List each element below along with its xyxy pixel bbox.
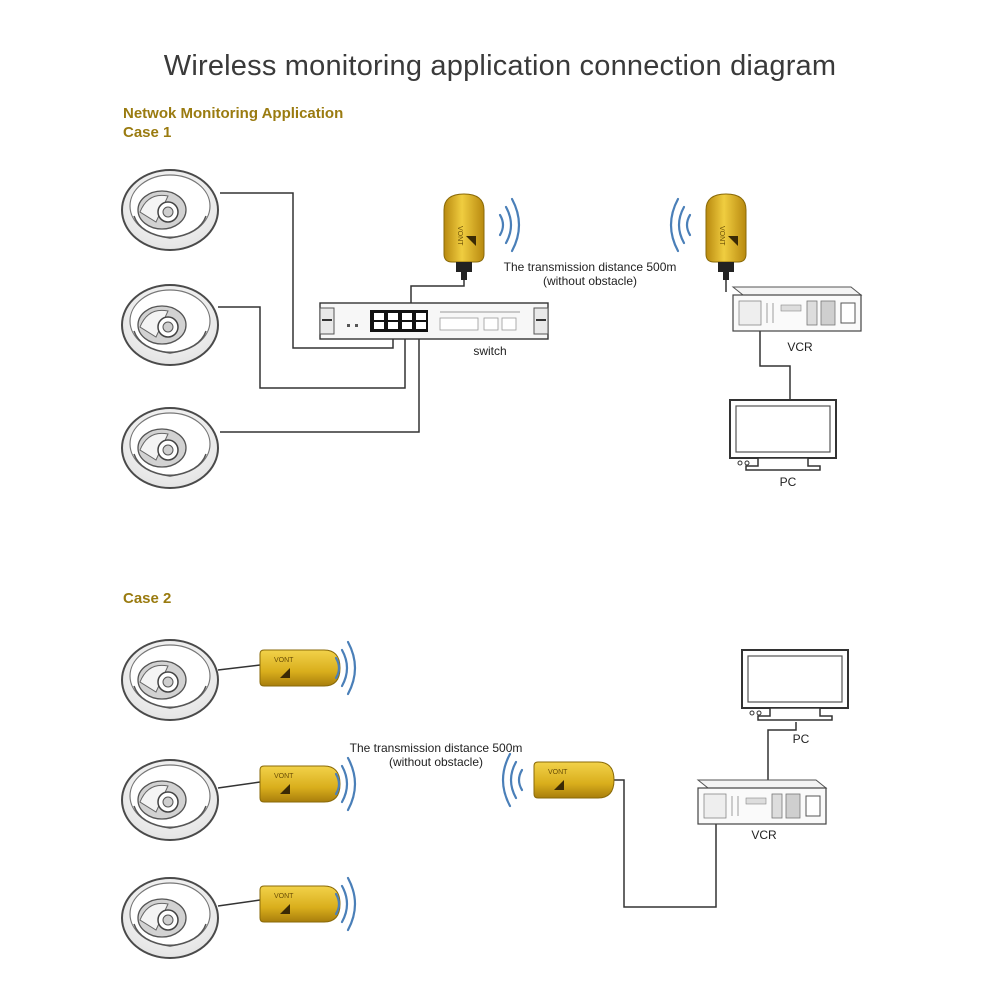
monitor-icon <box>729 399 837 471</box>
vcr-icon <box>697 779 827 825</box>
wireless-receiver-icon <box>533 761 615 799</box>
case2-transmission-label: The transmission distance 500m (without … <box>336 741 536 769</box>
case2-transmission-distance: The transmission distance 500m <box>349 741 523 755</box>
dome-camera-icon <box>121 169 219 251</box>
case1-vcr-label: VCR <box>787 340 813 354</box>
wireless-transmitter-icon <box>259 649 341 687</box>
wireless-transmitter-icon <box>443 193 485 281</box>
case1-heading-line2: Case 1 <box>123 124 172 141</box>
signal-waves-icon <box>498 197 521 253</box>
dome-camera-icon <box>121 877 219 959</box>
case1-pc-label: PC <box>779 475 797 489</box>
dome-camera-icon <box>121 407 219 489</box>
network-switch-icon <box>319 302 549 340</box>
case1-cable-vcr-pc <box>759 330 791 400</box>
dome-camera-icon <box>121 759 219 841</box>
case1-transmission-obstacle: (without obstacle) <box>542 274 638 288</box>
signal-waves-icon <box>669 197 692 253</box>
case1-heading-line1: Netwok Monitoring Application <box>123 105 344 122</box>
case2-vcr-label: VCR <box>751 828 777 842</box>
case1-transmission-label: The transmission distance 500m (without … <box>490 260 690 288</box>
case2-cable-camera1 <box>217 664 261 671</box>
wireless-transmitter-icon <box>259 765 341 803</box>
case2-cable-vcr-pc <box>767 722 797 780</box>
case1-transmission-distance: The transmission distance 500m <box>503 260 677 274</box>
case1-heading: Netwok Monitoring Application Case 1 <box>123 104 343 142</box>
wireless-transmitter-icon <box>259 885 341 923</box>
signal-waves-icon <box>334 640 357 696</box>
case2-heading: Case 2 <box>123 590 172 607</box>
case1-cable-camera1 <box>220 192 394 349</box>
case1-cable-camera3 <box>220 330 420 433</box>
case2-cable-rx-vcr <box>612 779 717 908</box>
dome-camera-icon <box>121 639 219 721</box>
case2-pc-label: PC <box>792 732 810 746</box>
case2-transmission-obstacle: (without obstacle) <box>388 755 484 769</box>
dome-camera-icon <box>121 284 219 366</box>
vcr-icon <box>732 286 862 332</box>
wireless-receiver-icon <box>705 193 747 281</box>
switch-label: switch <box>473 344 507 358</box>
monitor-icon <box>741 649 849 721</box>
case2-cable-camera2 <box>217 781 261 789</box>
case1-cable-camera2 <box>218 306 406 389</box>
case2-cable-camera3 <box>217 899 261 907</box>
page-title: Wireless monitoring application connecti… <box>163 50 837 82</box>
signal-waves-icon <box>334 876 357 932</box>
